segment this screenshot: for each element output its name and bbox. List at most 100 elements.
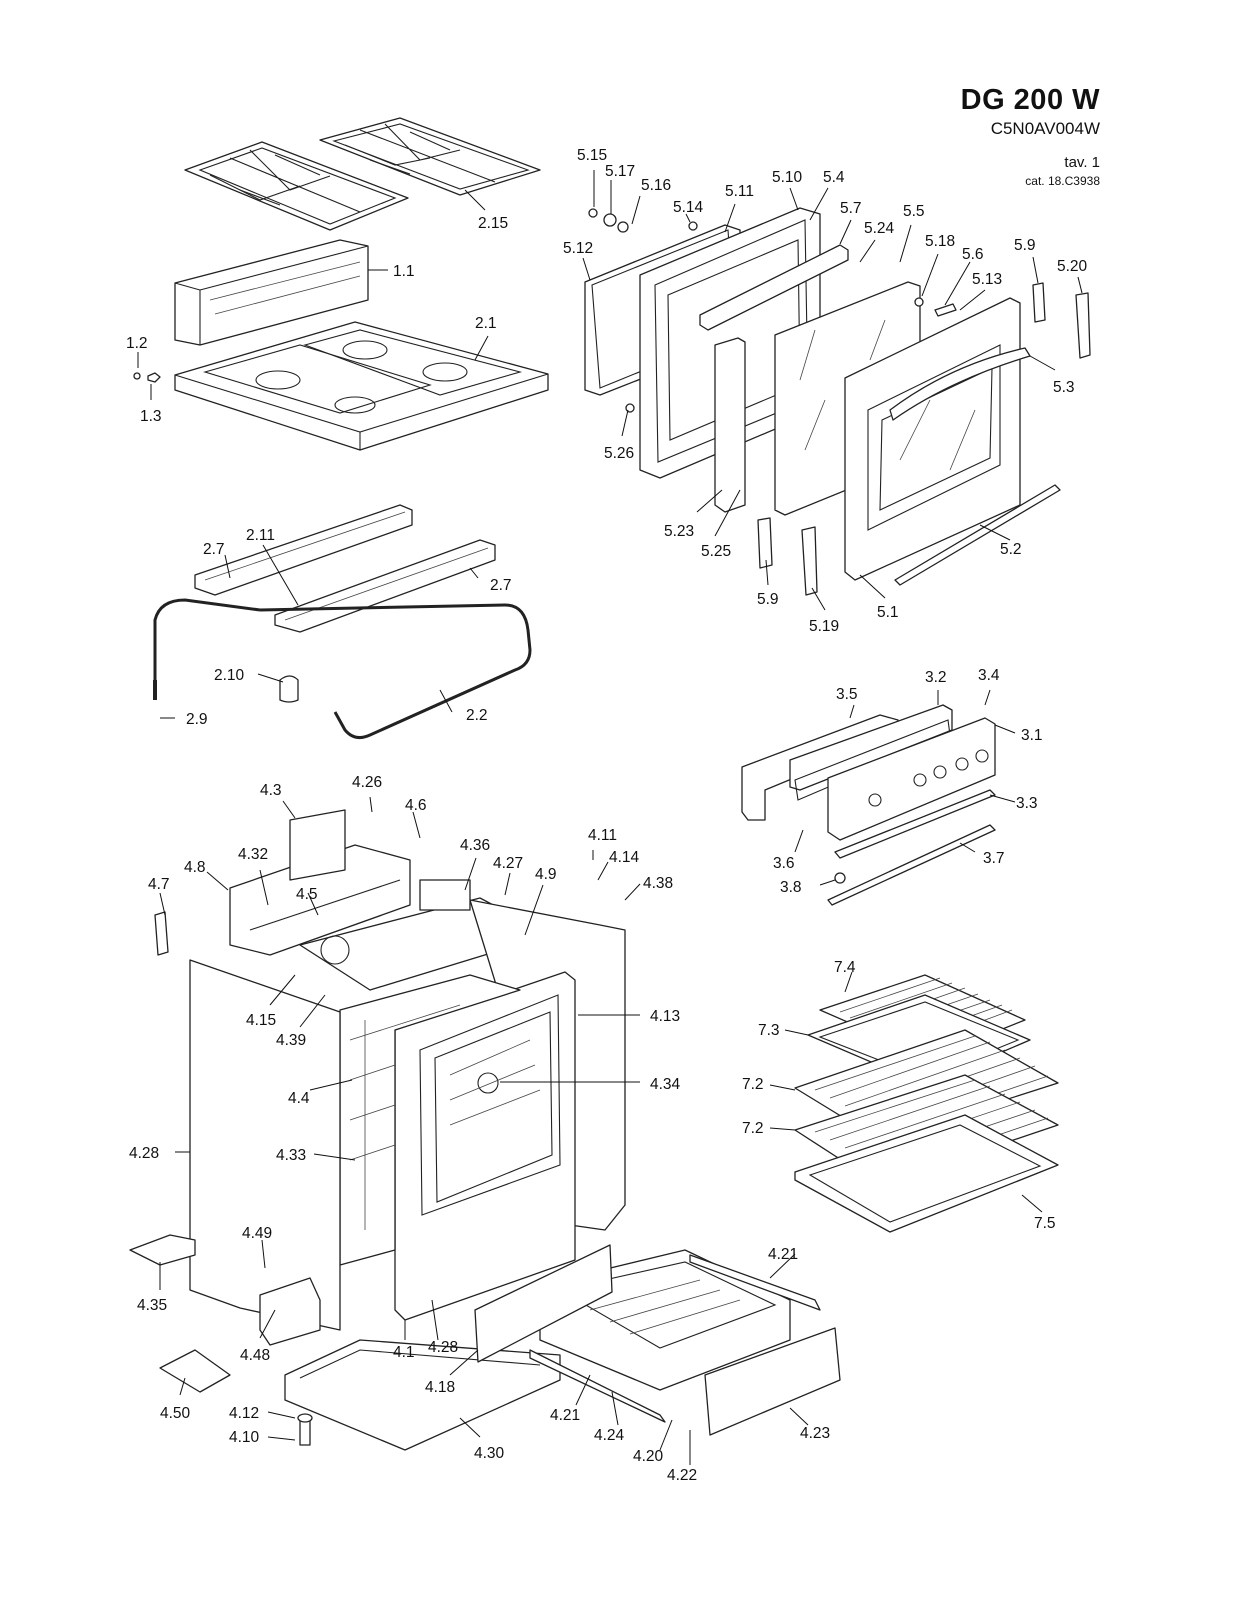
callout: 4.36 [460, 837, 490, 854]
callout: 4.27 [493, 855, 523, 872]
model-title: DG 200 W [960, 84, 1100, 116]
callout: 5.15 [577, 147, 607, 164]
cooktop-surface [174, 321, 549, 451]
callout: 5.5 [903, 203, 925, 220]
control-panel-strips [827, 789, 996, 906]
callout: 1.1 [393, 263, 415, 280]
callout: 4.33 [276, 1147, 306, 1164]
callout: 4.28 [428, 1339, 458, 1356]
callout: 5.25 [701, 543, 731, 560]
callout: 1.2 [126, 335, 148, 352]
callout: 5.7 [840, 200, 862, 217]
callout: 4.35 [137, 1297, 167, 1314]
callout: 4.49 [242, 1225, 272, 1242]
callout: 7.2 [742, 1076, 764, 1093]
callout: 4.11 [588, 827, 617, 844]
backguard [174, 239, 369, 346]
callout: 4.21 [550, 1407, 580, 1424]
drawer-rails [529, 1254, 821, 1423]
callout: 4.20 [633, 1448, 664, 1465]
callout: 4.8 [184, 859, 206, 876]
callout: 5.26 [604, 445, 634, 462]
callout: 4.28 [129, 1145, 159, 1162]
callout: 5.13 [972, 271, 1002, 288]
callout: 4.48 [240, 1347, 270, 1364]
callout: 3.3 [1016, 795, 1038, 812]
misc-brackets [129, 911, 321, 1446]
callout: 5.1 [877, 604, 899, 621]
callout: 4.5 [296, 886, 318, 903]
callout: 4.30 [474, 1445, 505, 1462]
callout: 5.19 [809, 618, 839, 635]
callout: 5.9 [757, 591, 779, 608]
callout: 2.15 [478, 215, 508, 232]
callout: 3.5 [836, 686, 858, 703]
callout: 5.9 [1014, 237, 1036, 254]
callout: 7.5 [1034, 1215, 1056, 1232]
callout: 5.6 [962, 246, 984, 263]
oven-body-back [229, 809, 411, 956]
callout: 4.18 [425, 1379, 455, 1396]
callout: 3.1 [1021, 727, 1043, 744]
burner-grate-right [319, 117, 541, 196]
callout: 5.24 [864, 220, 895, 237]
callout: 4.38 [643, 875, 673, 892]
callout: 5.11 [725, 183, 754, 200]
callout: 4.22 [667, 1467, 697, 1484]
support-rails [194, 504, 496, 633]
callout: 4.24 [594, 1427, 625, 1444]
door-hinges [757, 282, 1091, 596]
callout: 5.23 [664, 523, 694, 540]
burner-grate-left [184, 141, 409, 231]
callout: 5.4 [823, 169, 845, 186]
door-screws [588, 208, 957, 413]
callout: 4.21 [768, 1246, 798, 1263]
callout: 5.2 [1000, 541, 1022, 558]
knob-small [133, 372, 161, 383]
callout: 7.2 [742, 1120, 764, 1137]
callout-labels: 1.1 1.2 1.3 2.1 2.15 2.11 2.7 2.7 2.10 2… [126, 147, 1088, 1484]
callout: 2.2 [466, 707, 488, 724]
callout: 4.7 [148, 876, 170, 893]
callout: 4.12 [229, 1405, 259, 1422]
callout: 3.4 [978, 667, 1000, 684]
callout: 2.11 [246, 527, 275, 544]
callout: 4.10 [229, 1429, 260, 1446]
callout: 4.1 [393, 1344, 415, 1361]
catalog-number: cat. 18.C3938 [1025, 174, 1100, 188]
callout: 2.10 [214, 667, 245, 684]
oven-bottom-tray [794, 1114, 1059, 1233]
callout: 5.14 [673, 199, 704, 216]
callout: 4.32 [238, 846, 268, 863]
callout: 4.13 [650, 1008, 680, 1025]
callout: 2.1 [475, 315, 497, 332]
door-bottom-strip [894, 484, 1061, 586]
gas-pipe-frame [153, 598, 532, 740]
callout: 4.9 [535, 866, 557, 883]
callout: 3.7 [983, 850, 1005, 867]
model-code: C5N0AV004W [990, 119, 1100, 138]
callout: 4.39 [276, 1032, 306, 1049]
callout: 5.3 [1053, 379, 1075, 396]
callout: 5.12 [563, 240, 593, 257]
callout: 4.50 [160, 1405, 191, 1422]
door-bracket-left [699, 244, 849, 513]
callout: 7.3 [758, 1022, 780, 1039]
leader-lines [137, 170, 1083, 1465]
control-panel-front [827, 717, 996, 841]
callout: 2.7 [490, 577, 512, 594]
callout: 5.17 [605, 163, 635, 180]
callout: 4.34 [650, 1076, 681, 1093]
callout: 5.18 [925, 233, 955, 250]
callout: 4.3 [260, 782, 282, 799]
callout: 2.9 [186, 711, 208, 728]
callout: 7.4 [834, 959, 856, 976]
callout: 4.14 [609, 849, 640, 866]
callout: 4.23 [800, 1425, 830, 1442]
callout: 5.16 [641, 177, 671, 194]
callout: 4.6 [405, 797, 427, 814]
storage-drawer [474, 1244, 841, 1436]
door-outer-panel [844, 297, 1031, 581]
